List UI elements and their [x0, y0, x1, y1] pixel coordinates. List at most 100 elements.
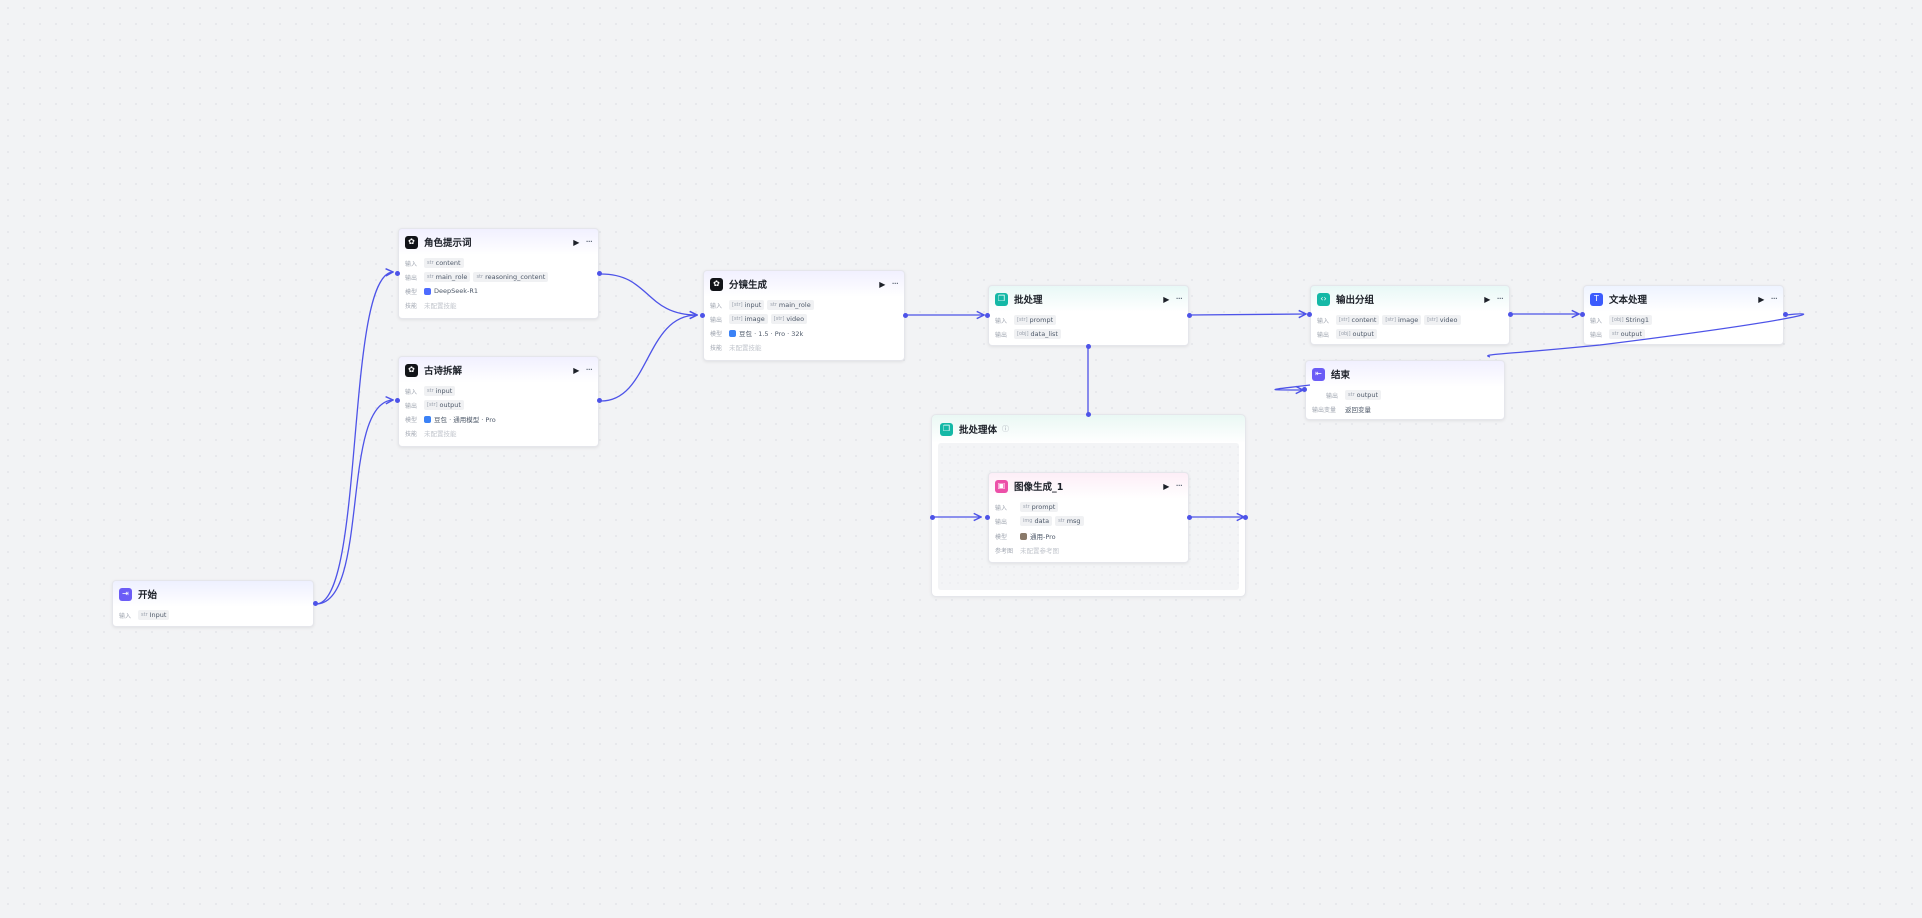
node-model-row: 模型 DeepSeek-R1: [405, 285, 592, 297]
info-icon[interactable]: ⓘ: [1002, 425, 1010, 433]
node-header: ⇥ 开始: [119, 586, 307, 602]
group-header: ❒ 批处理体 ⓘ: [940, 421, 1239, 437]
output-var-label: 输出变量: [1312, 406, 1337, 414]
group-title: 批处理体: [959, 425, 998, 436]
node-skill-row: 技能 未配置技能: [710, 341, 898, 353]
batch-body-out-port[interactable]: [1243, 515, 1248, 520]
image-icon: ▣: [995, 479, 1008, 493]
image-gen-output-port[interactable]: [1187, 515, 1192, 520]
run-button[interactable]: ▶: [1758, 294, 1765, 304]
text-proc-input-port[interactable]: [1580, 312, 1585, 317]
node-model-row: 模型 通用-Pro: [995, 530, 1182, 542]
batch-body-in-port[interactable]: [930, 515, 935, 520]
model-value: 通用-Pro: [1030, 533, 1056, 541]
inputs-label: 输入: [405, 260, 418, 268]
image-gen-input-port[interactable]: [985, 515, 990, 520]
text-proc-output-port[interactable]: [1783, 312, 1788, 317]
batch-input-port[interactable]: [985, 313, 990, 318]
code-icon: ‹›: [1317, 292, 1330, 306]
node-outputs-row: 输出 [obj]output: [1317, 328, 1503, 340]
role-prompt-output-port[interactable]: [597, 271, 602, 276]
end-flag-icon: ⇤: [1312, 367, 1325, 381]
inputs-label: 输入: [405, 388, 418, 396]
end-input-port[interactable]: [1302, 387, 1307, 392]
run-button[interactable]: ▶: [1163, 294, 1170, 304]
edge-start-to-poem-split[interactable]: [315, 400, 393, 605]
param-tag: [str]image: [1382, 315, 1422, 325]
node-header: ✿ 分镜生成 ▶ ···: [710, 276, 899, 292]
storyboard-output-port[interactable]: [903, 313, 908, 318]
node-skill-row: 技能 未配置技能: [405, 427, 592, 439]
model-value: 豆包 · 通用模型 · Pro: [434, 416, 496, 424]
run-button[interactable]: ▶: [573, 237, 580, 247]
skill-placeholder: 未配置技能: [729, 344, 762, 352]
more-button[interactable]: ···: [1496, 293, 1503, 305]
more-button[interactable]: ···: [891, 278, 898, 290]
batch-body-top-port[interactable]: [1086, 412, 1091, 417]
skill-label: 技能: [405, 302, 418, 310]
node-batch[interactable]: ❒ 批处理 ▶ ··· 输入 [str]prompt 输出 [obj]data_…: [988, 285, 1189, 346]
node-title: 开始: [138, 590, 158, 601]
edge-role-prompt-to-storyboard[interactable]: [600, 273, 697, 315]
skill-label: 技能: [710, 344, 723, 352]
more-button[interactable]: ···: [1770, 293, 1777, 305]
node-title: 图像生成_1: [1014, 482, 1064, 493]
param-tag: [obj]data_list: [1014, 329, 1061, 339]
edge-poem-split-to-storyboard[interactable]: [600, 315, 697, 402]
skill-label: 技能: [405, 430, 418, 438]
skill-placeholder: 未配置技能: [424, 430, 457, 438]
start-output-port[interactable]: [313, 601, 318, 606]
inputs-label: 输入: [710, 302, 723, 310]
node-output-group[interactable]: ‹› 输出分组 ▶ ··· 输入 [str]content [str]image…: [1310, 285, 1510, 345]
poem-split-input-port[interactable]: [395, 398, 400, 403]
batch-cube-icon: ❒: [940, 422, 953, 436]
run-button[interactable]: ▶: [879, 279, 886, 289]
inputs-label: 输入: [995, 317, 1008, 325]
storyboard-input-port[interactable]: [700, 313, 705, 318]
output-group-input-port[interactable]: [1307, 312, 1312, 317]
output-group-output-port[interactable]: [1508, 312, 1513, 317]
more-button[interactable]: ···: [585, 364, 592, 376]
node-header: ⇤ 结束: [1312, 366, 1498, 382]
more-button[interactable]: ···: [1175, 480, 1182, 492]
batch-output-port[interactable]: [1187, 313, 1192, 318]
run-button[interactable]: ▶: [573, 365, 580, 375]
param-tag: [str]video: [1424, 315, 1461, 325]
run-button[interactable]: ▶: [1163, 481, 1170, 491]
run-button[interactable]: ▶: [1484, 294, 1491, 304]
outputs-label: 输出: [995, 331, 1008, 339]
more-button[interactable]: ···: [585, 236, 592, 248]
outputs-label: 输出: [1326, 392, 1339, 400]
edge-batch-to-output-group[interactable]: [1188, 314, 1306, 315]
param-tag: [str]content: [1336, 315, 1380, 325]
role-prompt-input-port[interactable]: [395, 271, 400, 276]
inputs-label: 输入: [1590, 317, 1603, 325]
more-button[interactable]: ···: [1175, 293, 1182, 305]
edge-start-to-role-prompt[interactable]: [315, 272, 393, 605]
batch-body-port[interactable]: [1086, 344, 1091, 349]
node-skill-row: 技能 未配置技能: [405, 299, 592, 311]
node-header: T 文本处理 ▶ ···: [1590, 291, 1778, 307]
poem-split-output-port[interactable]: [597, 398, 602, 403]
